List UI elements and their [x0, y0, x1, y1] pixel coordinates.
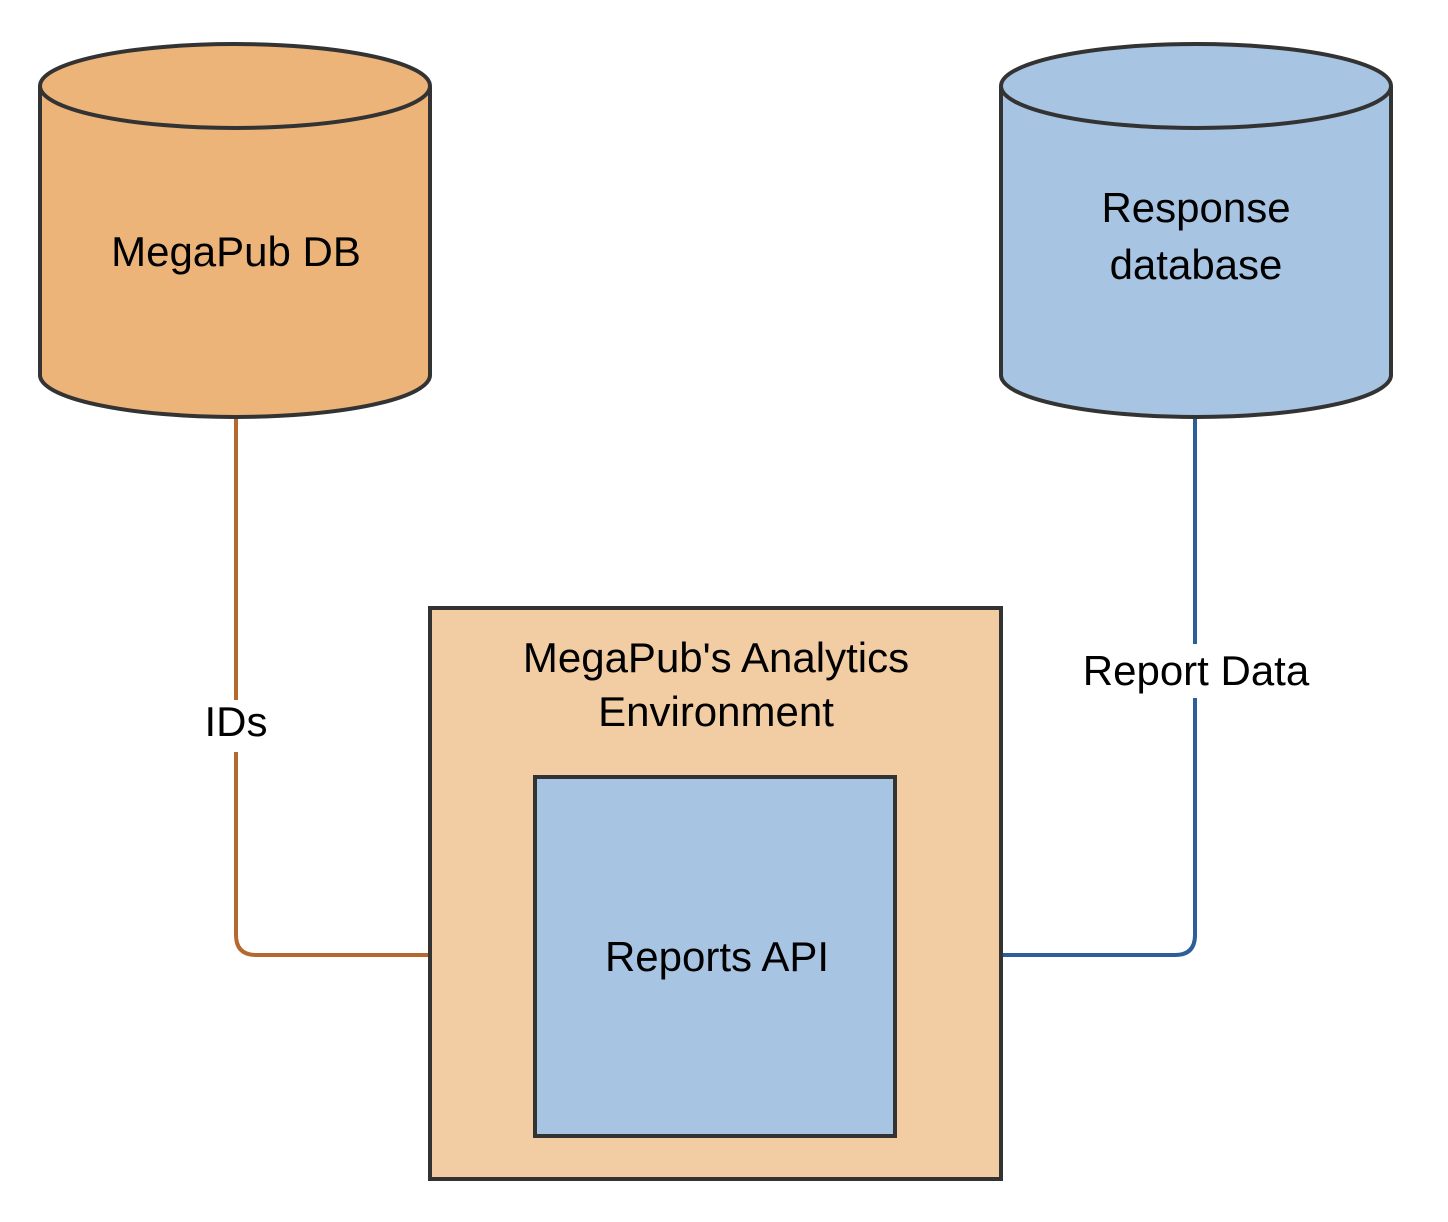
response-db-top-rim	[999, 85, 1393, 130]
reports-api: Reports API	[533, 775, 897, 1138]
edge-report-data-label-bg	[1062, 644, 1330, 698]
edge-ids-label-bg	[196, 700, 276, 752]
edge-ids-line	[234, 416, 500, 957]
analytics-environment-label-line1: MegaPub's Analytics	[523, 634, 909, 681]
response-db-label-line1: Response	[1101, 184, 1290, 231]
response-db-cylinder: Response database	[999, 42, 1393, 419]
edge-report-data-line	[934, 416, 1197, 957]
megapub-db-cylinder: MegaPub DB	[38, 42, 432, 419]
edge-report-data-label: Report Data	[1083, 647, 1310, 694]
reports-api-label: Reports API	[605, 933, 829, 980]
megapub-db-label: MegaPub DB	[111, 228, 361, 275]
analytics-environment-label-line2: Environment	[598, 688, 834, 735]
reports-api-box	[533, 775, 897, 1138]
response-db-body	[999, 42, 1393, 419]
response-db-label-line2: database	[1110, 241, 1283, 288]
edge-report-data: Report Data	[896, 416, 1330, 975]
edge-ids: IDs	[196, 416, 534, 975]
megapub-db-top-rim	[38, 85, 432, 130]
edge-ids-label: IDs	[205, 698, 268, 745]
megapub-db-body	[38, 42, 432, 419]
